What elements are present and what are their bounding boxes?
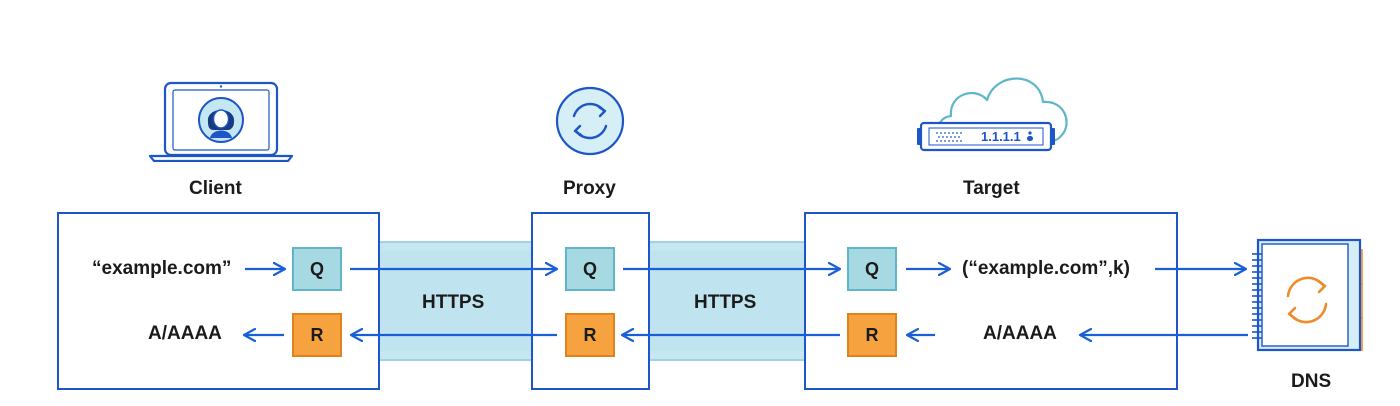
cloud-server-icon: 1.1.1.1 xyxy=(915,66,1077,162)
proxy-label: Proxy xyxy=(563,178,616,199)
client-response-box: R xyxy=(292,313,342,357)
refresh-circle-icon xyxy=(555,86,625,156)
client-box xyxy=(57,212,380,390)
client-label: Client xyxy=(189,178,242,199)
https-label-1: HTTPS xyxy=(422,292,485,313)
laptop-user-icon xyxy=(148,81,294,162)
client-query-box: Q xyxy=(292,247,342,291)
https-label-2: HTTPS xyxy=(694,292,757,313)
target-box xyxy=(804,212,1178,390)
target-label: Target xyxy=(963,178,1020,199)
target-answer-text: A/AAAA xyxy=(983,323,1057,344)
server-ip-text: 1.1.1.1 xyxy=(981,129,1021,144)
proxy-query-box: Q xyxy=(565,247,615,291)
target-response-box: R xyxy=(847,313,897,357)
target-query-text: (“example.com”,k) xyxy=(962,258,1130,279)
dns-label: DNS xyxy=(1291,371,1332,392)
proxy-box xyxy=(531,212,650,390)
proxy-response-box: R xyxy=(565,313,615,357)
client-query-text: “example.com” xyxy=(92,258,232,279)
target-query-box: Q xyxy=(847,247,897,291)
dns-server-icon xyxy=(1252,238,1363,352)
client-answer-text: A/AAAA xyxy=(148,323,222,344)
